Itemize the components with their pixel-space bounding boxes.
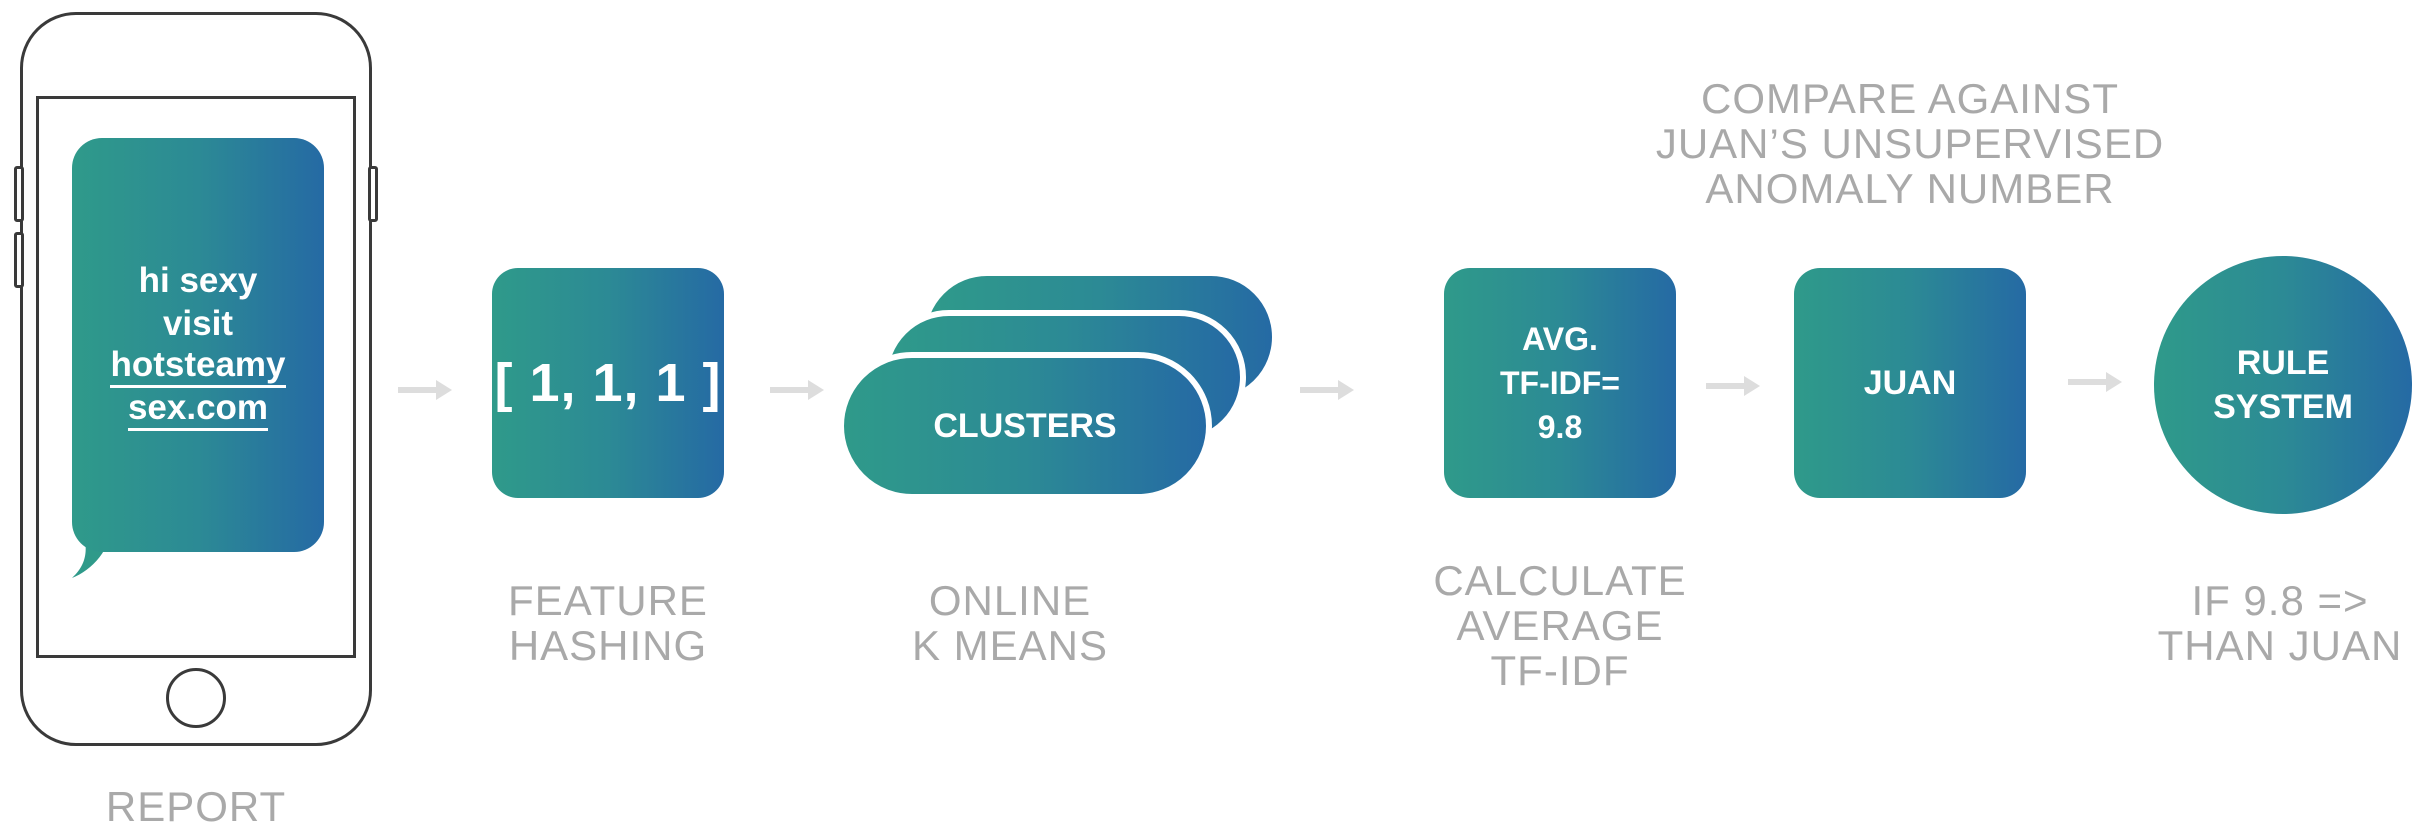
arrow-right-icon [770, 380, 824, 400]
arrow-right-icon [1706, 376, 1760, 396]
message-line-1: hi sexy [138, 261, 258, 300]
message-line-2: visit [162, 304, 234, 343]
rule-condition-caption: IF 9.8 => THAN JUAN [2157, 577, 2403, 669]
phone-side-button-left-top [14, 166, 24, 222]
rule-system-circle: RULE SYSTEM [2154, 256, 2412, 514]
online-kmeans-caption: ONLINE K MEANS [911, 577, 1109, 669]
juan-box: JUAN [1794, 268, 2026, 498]
phone-side-button-left-bottom [14, 232, 24, 288]
calculate-tfidf-caption: CALCULATE AVERAGE TF-IDF [1433, 557, 1687, 694]
phone-frame [20, 12, 372, 746]
message-link-line-2: sex.com [127, 388, 269, 431]
message-bubble: hi sexy visit hotsteamy sex.com [72, 138, 324, 552]
message-link-line-1: hotsteamy [110, 345, 286, 388]
report-caption: REPORT [105, 783, 287, 830]
phone-side-button-right [368, 166, 378, 222]
phone-screen [36, 96, 356, 658]
clusters-card-front: CLUSTERS [838, 352, 1212, 500]
arrow-right-icon [1300, 380, 1354, 400]
feature-hashing-caption: FEATURE HASHING [508, 577, 708, 669]
feature-hash-vector-box: [ 1, 1, 1 ] [492, 268, 724, 498]
compare-juan-caption: COMPARE AGAINST JUAN’S UNSUPERVISED ANOM… [1655, 75, 2165, 212]
avg-tfidf-box: AVG. TF-IDF= 9.8 [1444, 268, 1676, 498]
arrow-right-icon [2068, 372, 2122, 392]
phone-home-button [166, 668, 226, 728]
arrow-right-icon [398, 380, 452, 400]
